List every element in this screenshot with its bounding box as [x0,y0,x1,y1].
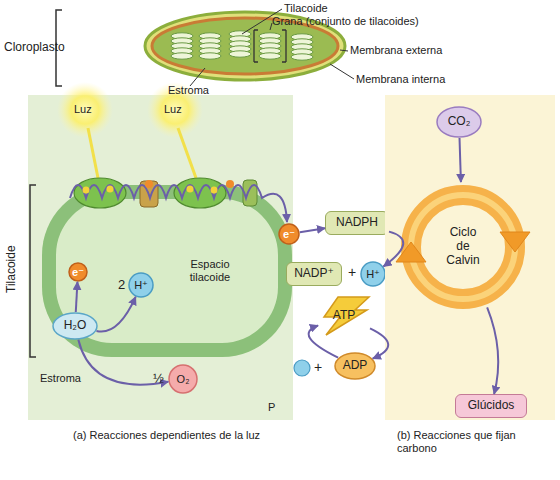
molecule-box: NADPH [325,211,389,235]
membrane-protein [243,180,257,206]
carrier-dot [226,180,234,188]
photosystem-i [174,178,226,208]
flow-arrow [487,307,498,394]
granum [259,33,281,59]
thylakoid-bracket [30,185,36,357]
leader-line [340,50,348,51]
grana-bracket [254,30,286,62]
shape-ellipse [361,262,385,286]
shape-ellipse [279,224,299,244]
node-text: P [268,401,288,414]
flow-arrow [300,228,325,232]
cycle-ring: Ciclo de Calvin [398,182,528,312]
ring-arrow [500,232,530,252]
shape-ellipse [129,273,153,297]
thylakoid: Espacio tilacoideH₂O e⁻ H⁺ [42,185,292,357]
shape-ellipse [69,263,87,281]
phosphate-circle [294,360,310,376]
shape-ellipse [437,107,481,137]
part-name: Membrana interna [356,73,445,86]
flow-arrow [460,138,461,182]
cytochrome-complex [140,181,158,207]
part-name: Estroma [168,84,209,97]
light-label: Luz [164,103,182,116]
node-text: ADP [343,359,368,373]
light-beam [178,128,196,178]
node-text: O₂ [177,373,190,386]
oxygen-circle: O₂ [168,364,198,394]
pigment-dot [187,186,194,193]
pigment-dot [83,187,90,194]
electron-circle: e⁻ [68,262,88,282]
carrier-dot [145,180,153,188]
flow-arrow [384,232,404,267]
node-text: Espacio tilacoide [175,258,245,283]
energy-bolt: ATP [318,296,370,336]
product-box: Glúcidos [455,394,527,418]
node-text: CO₂ [448,115,471,129]
plus-sign: + [314,359,322,376]
leader-line [190,68,205,86]
flow-arrow [96,297,135,332]
node-text: e⁻ [72,266,84,279]
electron-chain [70,185,287,222]
shape-ellipse [53,313,97,339]
leader-line [270,23,272,30]
pigment-dot [107,186,114,193]
part-name: Tilacoide [4,234,18,304]
light-label: Luz [74,103,92,116]
granum [291,34,313,60]
proton-circle: H⁺ [128,272,154,298]
node-text: H⁺ [366,268,380,281]
panel: (b) Reacciones que fijan carbonoCO₂Ciclo… [385,95,555,420]
shape-ellipse [335,353,375,379]
electron-circle: e⁻ [278,223,300,245]
flow-arrow [370,328,388,358]
leader-line [330,64,354,79]
molecule-box: NADP⁺ [286,262,342,286]
shape-ellipse [169,365,197,393]
coefficient: ½ [153,371,164,387]
node-text: NADPH [336,216,378,230]
granum [229,31,251,57]
part-name: Membrana externa [350,44,442,57]
node-text: e⁻ [283,228,295,241]
plus-sign: + [348,264,356,281]
coefficient: 2 [118,277,125,293]
ring-band [411,195,515,299]
bolt-shape [324,297,369,335]
node-text: H⁺ [134,279,148,292]
light-beam [88,128,98,178]
part-name: Cloroplasto [4,40,65,54]
part-name: Tilacoide [284,2,328,15]
node-text: Ciclo de Calvin [442,226,484,267]
proton-circle: H⁺ [360,261,386,287]
node-text: Glúcidos [468,399,515,413]
node-text: ATP [333,309,355,323]
light-glow [57,82,113,138]
photosystem-ii [74,178,126,208]
node-text: H₂O [64,319,87,333]
ring-highlight [411,195,515,299]
node-text: Estroma [40,372,110,385]
molecule-oval: ADP [334,352,376,380]
node-text: NADP⁺ [294,267,334,281]
node-text: (b) Reacciones que fijan carbono [397,429,552,454]
molecule-oval: H₂O [52,312,98,340]
flow-arrow [309,326,338,358]
ring-arrow [396,242,426,262]
flow-arrow [76,282,78,312]
molecule-oval: CO₂ [436,106,482,138]
pigment-dot [211,187,218,194]
part-name: Grana (conjunto de tilacoides) [272,15,419,28]
granum [171,33,193,59]
node-text: (a) Reacciones dependientes de la luz [73,429,283,442]
granum [199,33,221,59]
